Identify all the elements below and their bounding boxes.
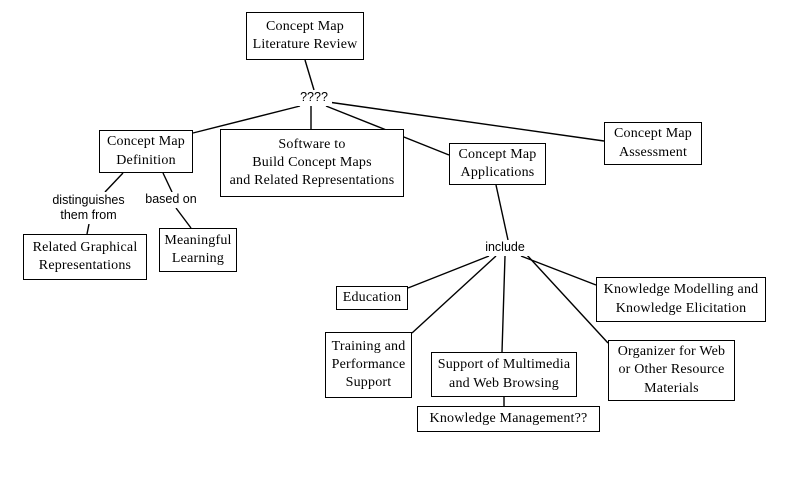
edge-applications-to-include <box>495 184 509 241</box>
edge-include-to-training <box>411 255 497 334</box>
link-label-hub-include: include <box>480 240 530 256</box>
node-definition[interactable]: Concept Map Definition <box>99 130 193 173</box>
edge-definition-to-based <box>162 172 173 193</box>
node-knowmodel[interactable]: Knowledge Modelling and Knowledge Elicit… <box>596 277 766 322</box>
edge-dist-to-related <box>86 223 90 235</box>
edge-include-to-organizer <box>525 253 609 344</box>
node-training[interactable]: Training and Performance Support <box>325 332 412 398</box>
node-root[interactable]: Concept Map Literature Review <box>246 12 364 60</box>
edge-hub-to-definition <box>192 105 301 134</box>
edge-include-to-knowmodel <box>520 255 597 286</box>
edge-root-to-hub <box>304 59 315 91</box>
link-label-distinguishes: distinguishes them from <box>47 192 130 224</box>
node-knowmgmt[interactable]: Knowledge Management?? <box>417 406 600 432</box>
node-organizer[interactable]: Organizer for Web or Other Resource Mate… <box>608 340 735 401</box>
node-meaningful[interactable]: Meaningful Learning <box>159 228 237 272</box>
node-education[interactable]: Education <box>336 286 408 310</box>
link-label-hub-root: ???? <box>296 90 332 106</box>
link-label-based-on: based on <box>143 192 199 208</box>
edge-hub-to-assessment <box>327 101 605 142</box>
node-assessment[interactable]: Concept Map Assessment <box>604 122 702 165</box>
edge-include-to-multimedia <box>501 255 506 353</box>
node-related[interactable]: Related Graphical Representations <box>23 234 147 280</box>
edge-based-to-meaningful <box>175 207 192 229</box>
node-multimedia[interactable]: Support of Multimedia and Web Browsing <box>431 352 577 397</box>
node-software[interactable]: Software to Build Concept Maps and Relat… <box>220 129 404 197</box>
edge-include-to-education <box>407 255 490 289</box>
edge-definition-to-dist <box>104 172 124 193</box>
node-applications[interactable]: Concept Map Applications <box>449 143 546 185</box>
